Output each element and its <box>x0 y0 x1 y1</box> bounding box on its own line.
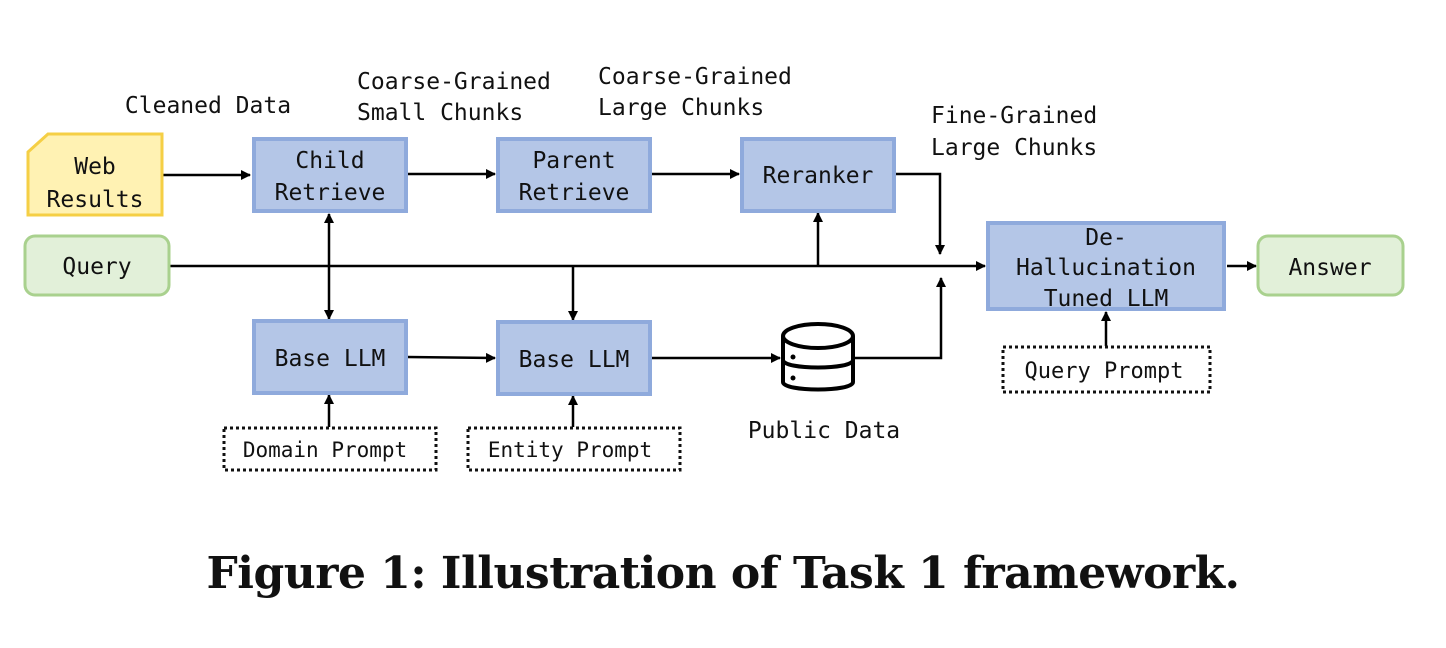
node-reranker: Reranker <box>740 137 896 213</box>
database-icon <box>781 322 855 392</box>
query-prompt-box <box>1001 345 1212 394</box>
child-retrieve-box <box>252 137 408 213</box>
edge-label-coarse-large-line-2: Large Chunks <box>598 95 764 121</box>
node-public-data: Public Data <box>748 322 900 444</box>
node-web-results: Web Results <box>26 132 164 217</box>
public-data-label: Public Data <box>748 418 900 444</box>
edge-label-coarse-small-line-2: Small Chunks <box>357 100 523 126</box>
web-results-line-1: Web <box>74 154 116 180</box>
base-llm-2-box <box>496 320 652 396</box>
entity-prompt-box <box>466 426 682 472</box>
node-base-llm-2: Base LLM <box>496 320 652 396</box>
edge-label-coarse-small-line-1: Coarse-Grained <box>357 69 551 95</box>
node-parent-retrieve: Parent Retrieve <box>496 137 652 213</box>
edge-reranker-to-merge <box>895 172 945 255</box>
child-retrieve-line-1: Child <box>295 148 364 174</box>
node-dehallucination-llm: De- Hallucination Tuned LLM <box>986 221 1226 312</box>
parent-retrieve-line-1: Parent <box>532 148 615 174</box>
node-child-retrieve: Child Retrieve <box>252 137 408 213</box>
child-retrieve-line-2: Retrieve <box>275 180 386 206</box>
parent-retrieve-line-2: Retrieve <box>519 180 630 206</box>
framework-diagram: Web Results Query Child Retrieve Parent … <box>23 64 1405 472</box>
parent-retrieve-box <box>496 137 652 213</box>
dehallucination-line-1: De- <box>1085 225 1127 251</box>
document-shape <box>26 132 164 217</box>
connectors <box>162 169 1257 427</box>
base-llm-2-label: Base LLM <box>519 347 630 373</box>
dehallucination-box <box>986 221 1226 311</box>
node-answer: Answer <box>1256 234 1405 297</box>
edge-label-coarse-large-line-1: Coarse-Grained <box>598 64 792 90</box>
reranker-box <box>740 137 896 213</box>
query-box <box>23 234 171 297</box>
edge-label-fine-large-line-1: Fine-Grained <box>931 103 1097 129</box>
edge-label-fine-large-line-2: Large Chunks <box>931 135 1097 161</box>
figure-caption: Figure 1: Illustration of Task 1 framewo… <box>206 548 1240 599</box>
node-base-llm-1: Base LLM <box>252 319 408 395</box>
web-results-line-2: Results <box>47 187 144 213</box>
dehallucination-line-2: Hallucination <box>1016 255 1196 281</box>
edge-public-data-to-merge <box>855 277 946 360</box>
entity-prompt-label: Entity Prompt <box>488 438 652 462</box>
reranker-label: Reranker <box>763 163 874 189</box>
edge-base-llm-1-to-base-llm-2 <box>406 352 496 363</box>
domain-prompt-box <box>222 426 438 472</box>
dehallucination-line-3: Tuned LLM <box>1044 286 1169 312</box>
node-domain-prompt: Domain Prompt <box>222 426 438 472</box>
answer-label: Answer <box>1288 255 1371 281</box>
query-label: Query <box>62 254 131 280</box>
base-llm-1-label: Base LLM <box>275 346 386 372</box>
node-query: Query <box>23 234 171 297</box>
domain-prompt-label: Domain Prompt <box>243 438 407 462</box>
query-prompt-label: Query Prompt <box>1025 359 1184 384</box>
node-query-prompt: Query Prompt <box>1001 345 1212 394</box>
node-entity-prompt: Entity Prompt <box>466 426 682 472</box>
edge-label-cleaned-data: Cleaned Data <box>125 93 291 119</box>
base-llm-1-box <box>252 319 408 395</box>
answer-box <box>1256 234 1405 297</box>
